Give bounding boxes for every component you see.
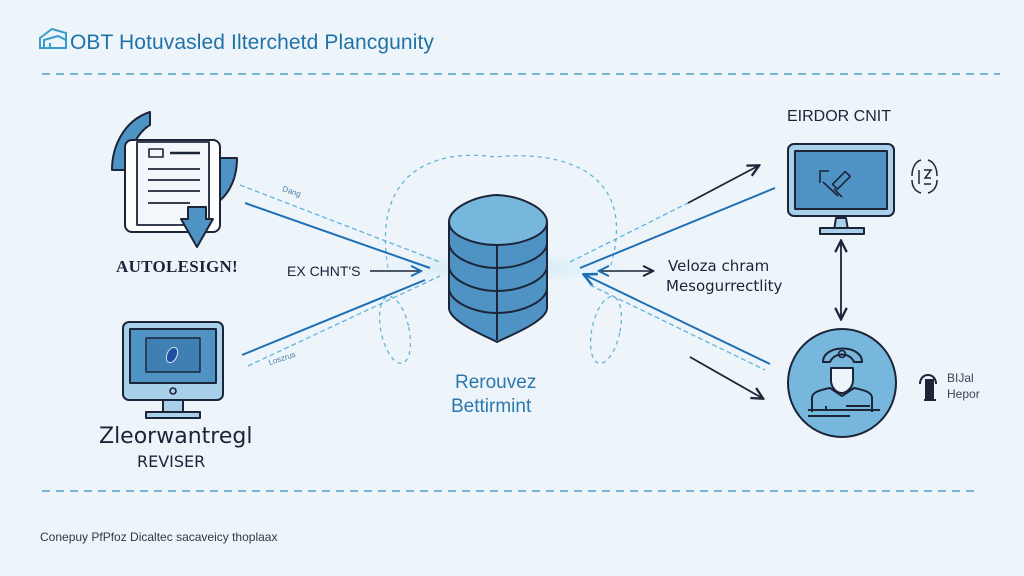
central-orbit: [378, 154, 623, 365]
footer-caption: Conepuy PfPfoz Dicaltec sacaveicy thopla…: [40, 530, 278, 544]
node-label-autolesign: AUTOLESIGN!: [116, 257, 239, 276]
node-label-rerouvez: Rerouvez: [455, 372, 537, 393]
connector-reviser-to-db: [241, 275, 441, 367]
monitor-tools-icon: [787, 143, 895, 235]
bracket-glyph-icon: [911, 159, 938, 194]
page-title: OBT Hotuvasled Ilterchetd Plancgunity: [70, 31, 435, 54]
connector-autolesign-to-db: [239, 184, 441, 269]
node-label-bettirmint: Bettirmint: [451, 396, 532, 417]
node-label-zleorwantregl: Zleorwantregl: [99, 424, 253, 449]
edge-label-mesogurrectlity: Mesogurrectlity: [666, 277, 783, 295]
node-label-eirdor-cnit: EIRDOR CNIT: [787, 108, 891, 125]
house-icon: [39, 27, 67, 49]
connector-db-to-hepor: [585, 275, 771, 398]
database-stack-icon: [448, 194, 548, 343]
desktop-monitor-icon: [122, 321, 224, 419]
document-download-icon: [111, 111, 238, 248]
node-label-hepor: Hepor: [947, 387, 980, 401]
connector-db-to-eirdor: [569, 166, 776, 269]
node-label-bijal: BIJal: [947, 371, 974, 385]
headset-glyph-icon: [919, 374, 937, 401]
support-agent-icon: [787, 328, 897, 438]
edge-label-ex-chnts: EX CHNT'S: [287, 263, 361, 279]
node-sublabel-reviser: REVISER: [137, 452, 206, 471]
edge-label-veloza: Veloza chram: [668, 257, 770, 275]
